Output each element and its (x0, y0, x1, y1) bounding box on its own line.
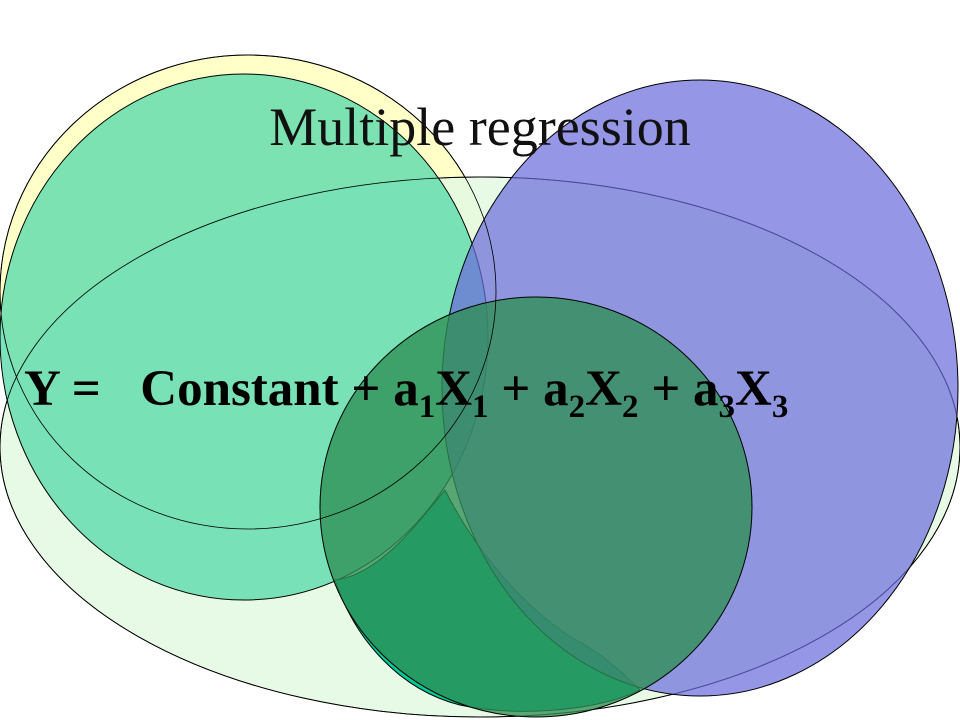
equation-plus: + (651, 361, 681, 417)
equation-plus: + (351, 361, 381, 417)
slide-title: Multiple regression (269, 97, 691, 157)
equation-plus: + (501, 361, 531, 417)
regression-equation: Y = Constant + a1X1 + a2X2 + a3X3 (24, 356, 944, 425)
equation-term-2: a2X2 (543, 361, 639, 425)
equation-term-1: a1X1 (393, 361, 489, 425)
equation-constant: Constant (140, 361, 339, 417)
dark-green-circle (319, 296, 753, 718)
equation-equals: = (71, 361, 101, 417)
equation-y: Y (24, 361, 59, 417)
equation-term-3: a3X3 (693, 361, 789, 425)
yellow-circle-outline (0, 54, 497, 530)
pale-green-ellipse-outline (0, 176, 960, 718)
